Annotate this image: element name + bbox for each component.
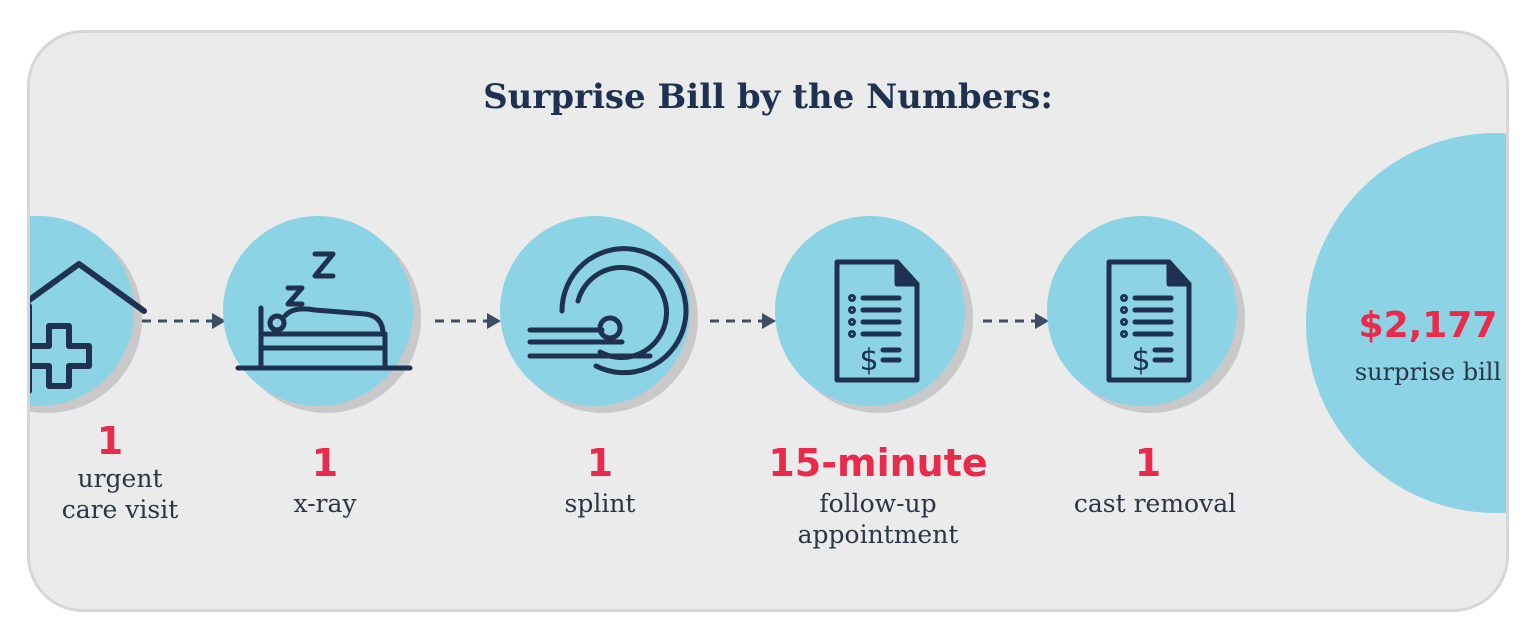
step-2-number: 1 [311,441,339,485]
hospital-icon [30,261,147,394]
arrow-4 [983,313,1049,329]
cast-removal-circle: $ [1047,216,1237,406]
urgent-care-circle [30,216,147,406]
svg-text:$: $ [859,343,878,378]
total-label: surprise bill [1354,358,1502,386]
x-ray-circle [223,216,413,406]
step-1-number: 1 [96,419,124,463]
total-amount: $2,177 [1358,305,1498,346]
step-5-label: cast removal [1073,489,1237,518]
step-4-number: 15-minute [768,441,988,485]
step-5-number: 1 [1134,441,1162,485]
infographic-card: Surprise Bill by the Numbers: 1 urgent c… [27,30,1509,612]
arrow-1 [142,313,226,329]
step-3-label: splint [564,489,636,518]
arrow-3 [710,313,776,329]
svg-text:$: $ [1131,343,1150,378]
step-1-label: urgent care visit [61,464,179,524]
scanner-icon [527,246,689,376]
follow-up-circle: $ [775,216,965,406]
splint-circle [500,216,690,406]
step-3-number: 1 [586,441,614,485]
arrow-2 [435,313,501,329]
bed-sleep-icon [235,251,413,371]
bill-document-icon: $ [1106,259,1192,383]
step-4-label: follow-up appointment [797,489,959,549]
step-2-label: x-ray [293,489,357,518]
infographic-title: Surprise Bill by the Numbers: [483,77,1053,117]
bill-document-icon: $ [834,259,920,383]
